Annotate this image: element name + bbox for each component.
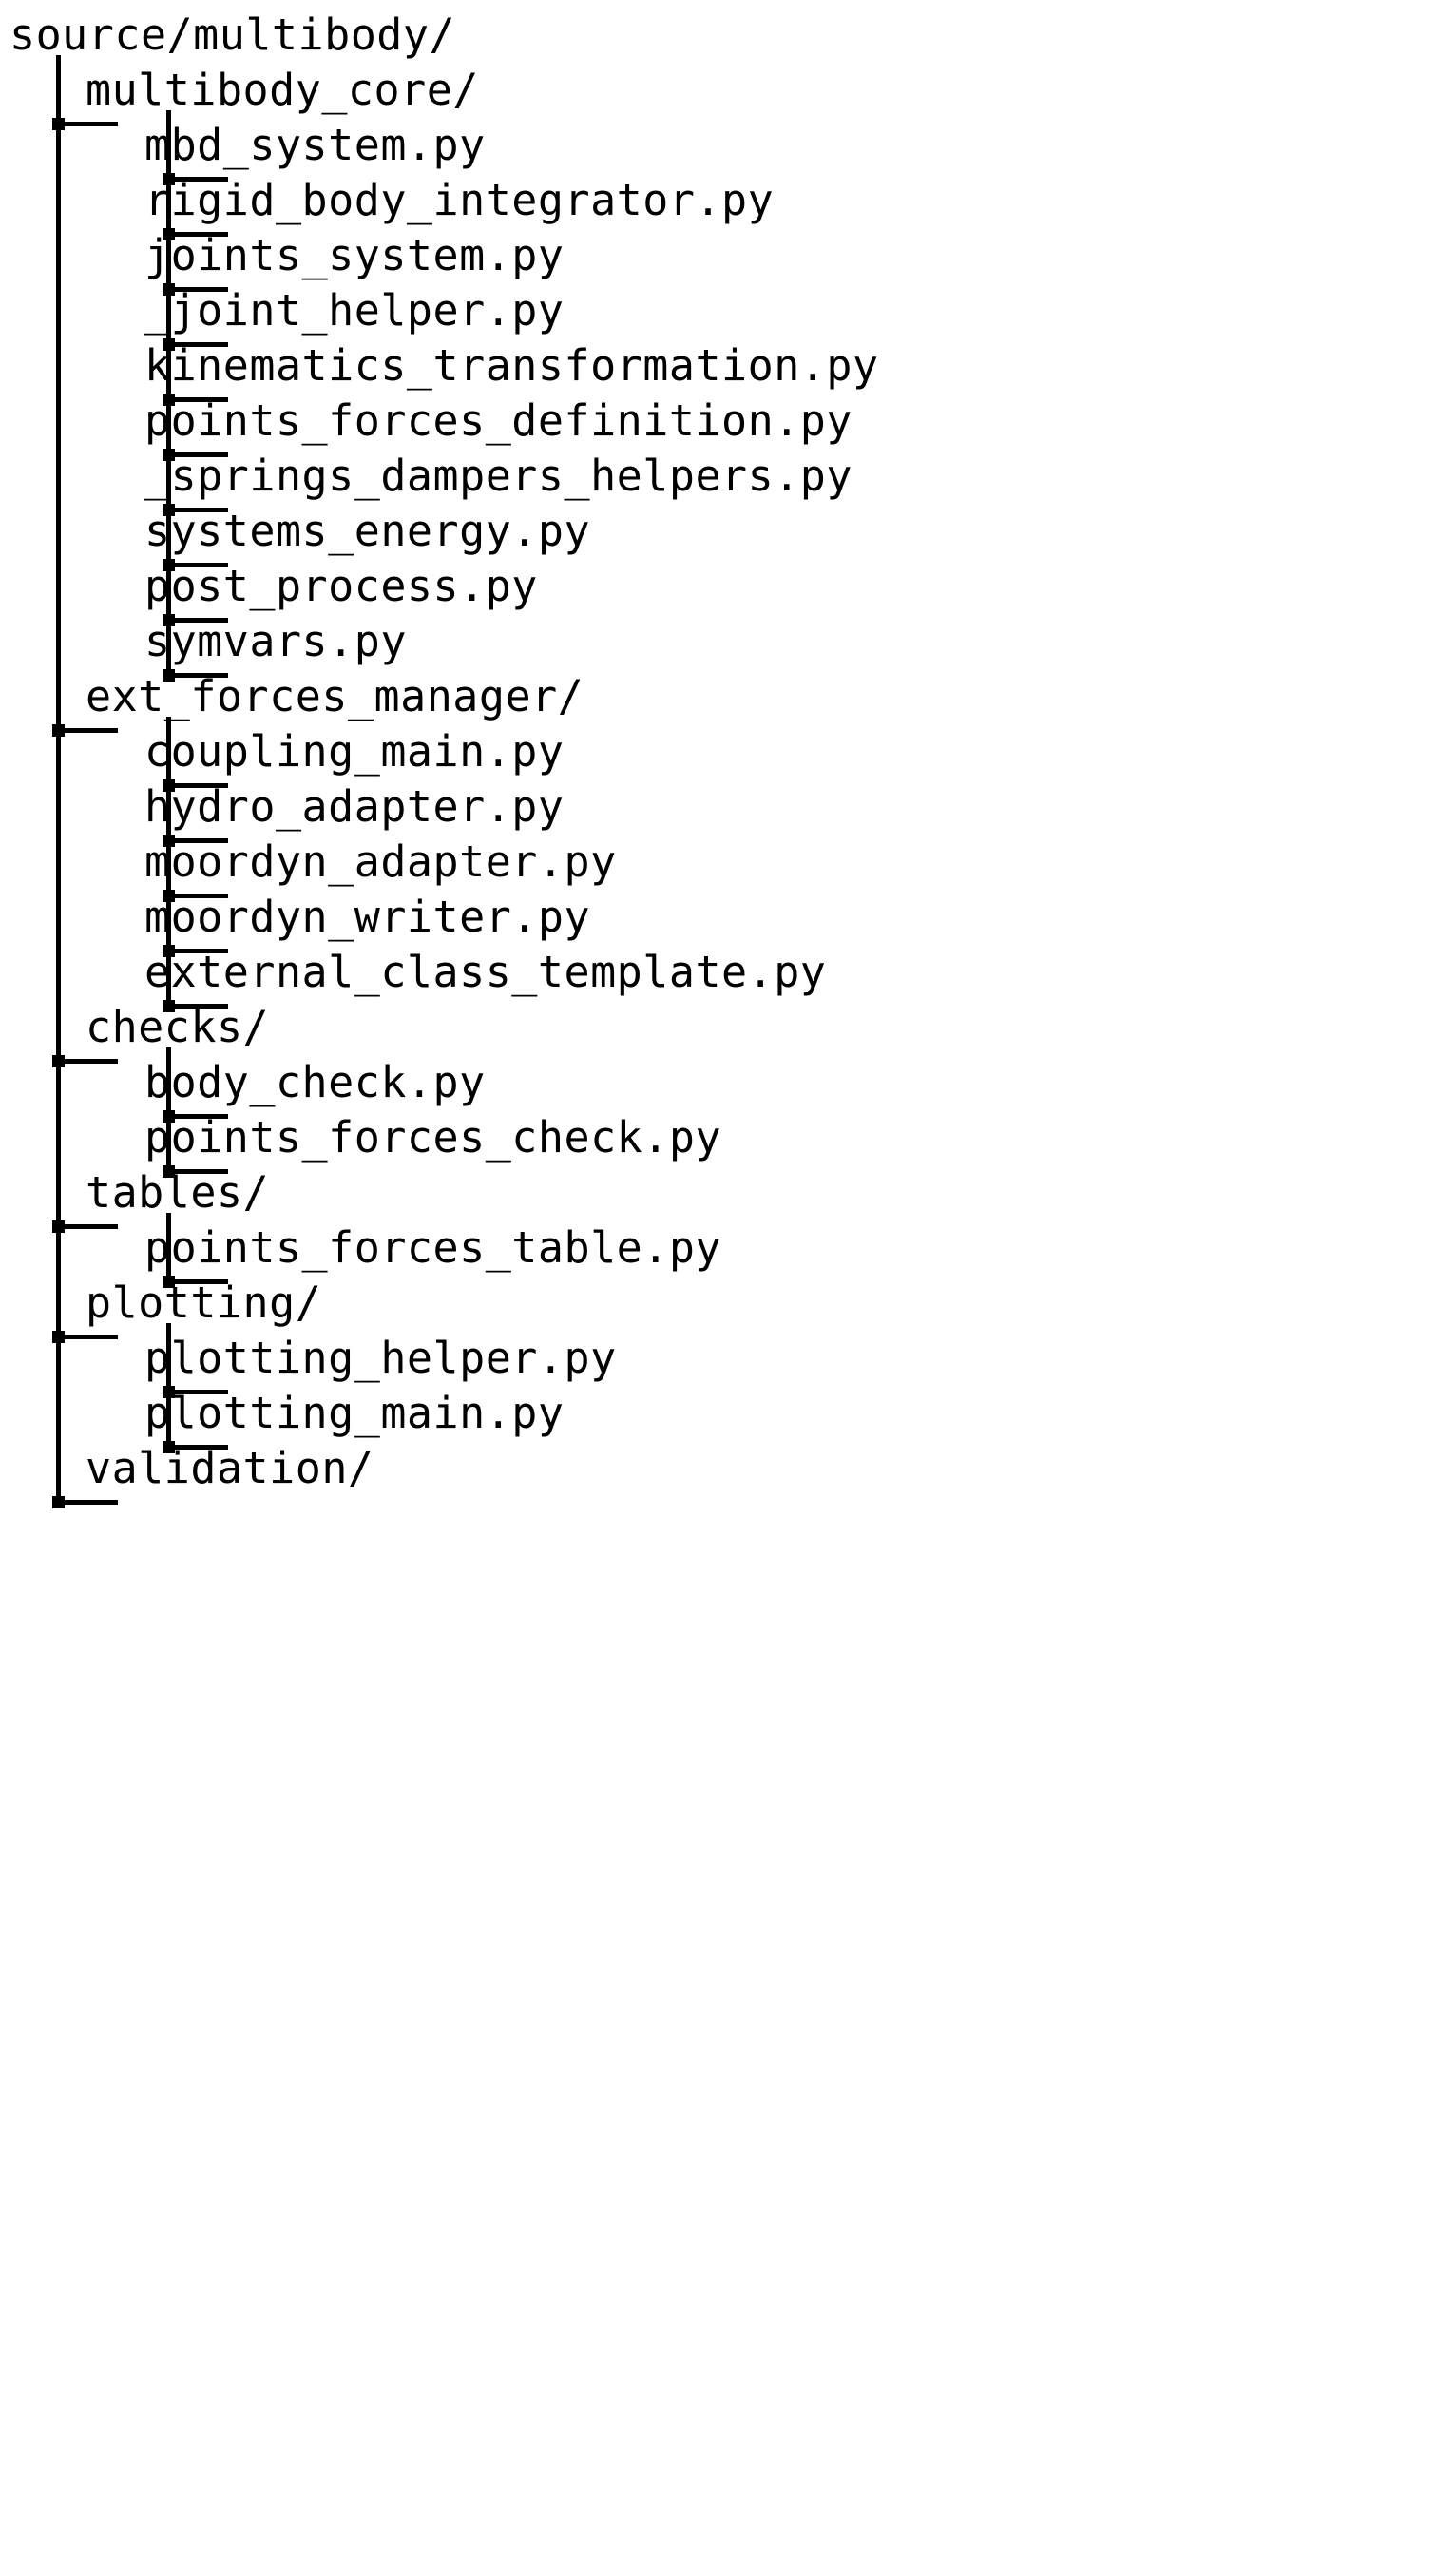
- tree-connector-n10: [171, 618, 228, 623]
- tree-rail-level-2: [166, 717, 171, 1004]
- tree-connector-n12: [61, 728, 118, 733]
- tree-connector-n26: [61, 1500, 118, 1505]
- tree-file-n8[interactable]: _springs_dampers_helpers.py: [144, 451, 853, 501]
- tree-connector-n17: [171, 1004, 228, 1009]
- tree-joint-n16: [163, 945, 175, 957]
- tree-joint-n17: [163, 1000, 175, 1012]
- tree-joint-n12: [52, 724, 65, 737]
- tree-joint-n26: [52, 1496, 65, 1508]
- tree-directory-n26[interactable]: validation/: [86, 1443, 374, 1493]
- tree-file-n17[interactable]: external_class_template.py: [144, 947, 827, 997]
- tree-connector-n19: [171, 1114, 228, 1119]
- tree-connector-n15: [171, 894, 228, 898]
- tree-connector-n14: [171, 838, 228, 843]
- tree-joint-n20: [163, 1165, 175, 1178]
- tree-file-n20[interactable]: points_forces_check.py: [144, 1112, 722, 1163]
- tree-joint-n1: [52, 118, 65, 130]
- tree-connector-n24: [171, 1390, 228, 1394]
- tree-connector-n7: [171, 452, 228, 457]
- tree-connector-n6: [171, 397, 228, 402]
- tree-file-n6[interactable]: kinematics_transformation.py: [144, 340, 879, 391]
- tree-connector-n9: [171, 563, 228, 567]
- tree-joint-n25: [163, 1441, 175, 1453]
- tree-joint-n8: [163, 504, 175, 516]
- tree-rail-level-2: [166, 1323, 171, 1445]
- tree-file-n13[interactable]: coupling_main.py: [144, 726, 565, 777]
- tree-joint-n23: [52, 1331, 65, 1343]
- tree-file-n25[interactable]: plotting_main.py: [144, 1388, 565, 1438]
- tree-rail-level-2: [166, 110, 171, 673]
- tree-connector-n22: [171, 1279, 228, 1284]
- tree-joint-n24: [163, 1386, 175, 1398]
- tree-directory-n1[interactable]: multibody_core/: [86, 65, 479, 115]
- tree-file-n9[interactable]: systems_energy.py: [144, 506, 591, 556]
- tree-joint-n22: [163, 1276, 175, 1288]
- tree-joint-n11: [163, 669, 175, 682]
- tree-joint-n19: [163, 1110, 175, 1123]
- tree-connector-n25: [171, 1445, 228, 1450]
- tree-file-n7[interactable]: points_forces_definition.py: [144, 395, 853, 446]
- tree-file-n2[interactable]: mbd_system.py: [144, 120, 486, 170]
- tree-connector-n4: [171, 287, 228, 292]
- tree-file-n14[interactable]: hydro_adapter.py: [144, 781, 565, 832]
- tree-joint-n2: [163, 173, 175, 185]
- tree-rail-level-2: [166, 1213, 171, 1279]
- tree-connector-n2: [171, 177, 228, 182]
- tree-joint-n9: [163, 559, 175, 571]
- tree-connector-n1: [61, 122, 118, 126]
- tree-joint-n13: [163, 779, 175, 792]
- tree-root-label-n0[interactable]: source/multibody/: [10, 10, 456, 60]
- tree-joint-n18: [52, 1055, 65, 1067]
- tree-directory-n23[interactable]: plotting/: [86, 1278, 322, 1328]
- tree-connector-n23: [61, 1335, 118, 1339]
- tree-connector-n21: [61, 1224, 118, 1229]
- tree-connector-n3: [171, 232, 228, 237]
- tree-connector-n8: [171, 508, 228, 512]
- tree-file-n15[interactable]: moordyn_adapter.py: [144, 836, 617, 887]
- tree-file-n10[interactable]: post_process.py: [144, 561, 538, 611]
- tree-rail-level-1: [56, 55, 61, 1500]
- tree-joint-n14: [163, 835, 175, 847]
- tree-joint-n4: [163, 283, 175, 296]
- tree-directory-n21[interactable]: tables/: [86, 1167, 270, 1218]
- tree-joint-n15: [163, 890, 175, 902]
- tree-connector-n5: [171, 342, 228, 347]
- tree-joint-n5: [163, 338, 175, 351]
- tree-joint-n21: [52, 1220, 65, 1233]
- tree-joint-n6: [163, 394, 175, 406]
- tree-connector-n18: [61, 1059, 118, 1064]
- tree-file-n22[interactable]: points_forces_table.py: [144, 1222, 722, 1273]
- tree-directory-n12[interactable]: ext_forces_manager/: [86, 671, 584, 721]
- tree-joint-n10: [163, 614, 175, 626]
- tree-file-n16[interactable]: moordyn_writer.py: [144, 892, 591, 942]
- tree-file-n4[interactable]: joints_system.py: [144, 230, 565, 280]
- tree-file-n24[interactable]: plotting_helper.py: [144, 1333, 617, 1383]
- tree-connector-n16: [171, 949, 228, 953]
- tree-connector-n20: [171, 1169, 228, 1174]
- tree-file-n5[interactable]: _joint_helper.py: [144, 285, 565, 336]
- tree-file-n3[interactable]: rigid_body_integrator.py: [144, 175, 775, 225]
- tree-joint-n3: [163, 228, 175, 240]
- tree-joint-n7: [163, 449, 175, 461]
- tree-file-n11[interactable]: symvars.py: [144, 616, 407, 666]
- tree-file-n19[interactable]: body_check.py: [144, 1057, 486, 1107]
- tree-connector-n11: [171, 673, 228, 678]
- tree-connector-n13: [171, 783, 228, 788]
- tree-rail-level-2: [166, 1047, 171, 1169]
- tree-directory-n18[interactable]: checks/: [86, 1002, 270, 1052]
